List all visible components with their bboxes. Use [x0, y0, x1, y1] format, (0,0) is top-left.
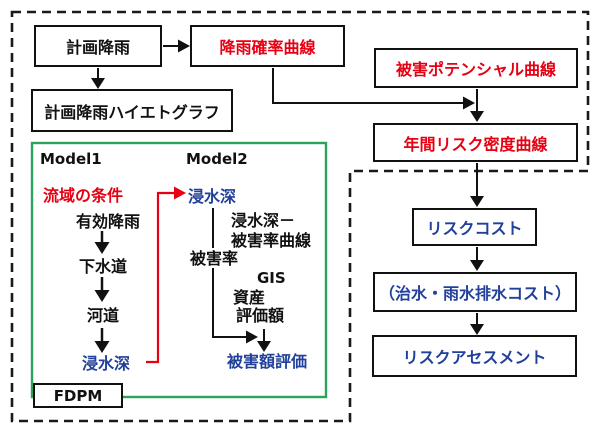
label-model2: Model2 — [186, 150, 248, 168]
box-risk-assessment: リスクアセスメント — [372, 335, 577, 377]
arrowhead-right-icon — [463, 96, 475, 110]
label-damage-amount-evaluation: 被害額評価 — [227, 352, 308, 371]
label-model1: Model1 — [40, 150, 102, 168]
dashed-boundary — [10, 10, 590, 423]
box-annual-risk-density-curve: 年間リスク密度曲線 — [373, 123, 578, 162]
elbow-damagerate-to-eval — [212, 268, 247, 338]
arrowhead-down-icon — [470, 196, 484, 207]
arrowhead-down-icon — [94, 242, 110, 254]
label-inundation-depth-model2: 浸水深 — [188, 187, 237, 206]
label-assets: 資産 — [233, 288, 266, 307]
elbow-curve-to-junction — [272, 68, 464, 104]
box-planned-rainfall-hyetograph: 計画降雨ハイエトグラフ — [31, 89, 233, 132]
arrowhead-down-icon — [470, 111, 484, 122]
arrowhead-down-icon — [257, 341, 271, 352]
label-effective-rainfall: 有効降雨 — [76, 212, 141, 231]
arrowhead-down-icon — [91, 78, 105, 89]
arrowhead-down-icon — [94, 290, 110, 302]
box-fdpm: FDPM — [33, 383, 123, 408]
arrowhead-right-icon — [178, 39, 190, 53]
label-river-channel: 河道 — [87, 306, 120, 325]
label-depth-damage-curve: 浸水深－ 被害率曲線 — [231, 211, 312, 250]
box-risk-cost: リスクコスト — [412, 208, 537, 246]
label-damage-rate: 被害率 — [190, 249, 239, 268]
box-planned-rainfall: 計画降雨 — [34, 25, 162, 67]
label-assessed-value: 評価額 — [236, 306, 285, 325]
label-inundation-depth-model1: 浸水深 — [82, 354, 131, 373]
arrowhead-down-icon — [470, 260, 484, 271]
model-container-border — [30, 141, 328, 399]
red-arrowhead-right-icon — [174, 186, 186, 200]
red-connector-depth — [146, 191, 175, 364]
label-gis: GIS — [257, 269, 286, 287]
arrowhead-right-icon — [246, 330, 258, 344]
box-flood-control-drainage-cost: （治水・雨水排水コスト） — [373, 272, 577, 312]
label-basin-conditions: 流域の条件 — [43, 186, 124, 205]
box-rainfall-probability-curve: 降雨確率曲線 — [190, 25, 345, 67]
box-damage-potential-curve: 被害ポテンシャル曲線 — [374, 48, 578, 88]
arrowhead-down-icon — [470, 324, 484, 335]
label-sewer: 下水道 — [79, 257, 128, 276]
arrowhead-down-icon — [94, 341, 110, 353]
